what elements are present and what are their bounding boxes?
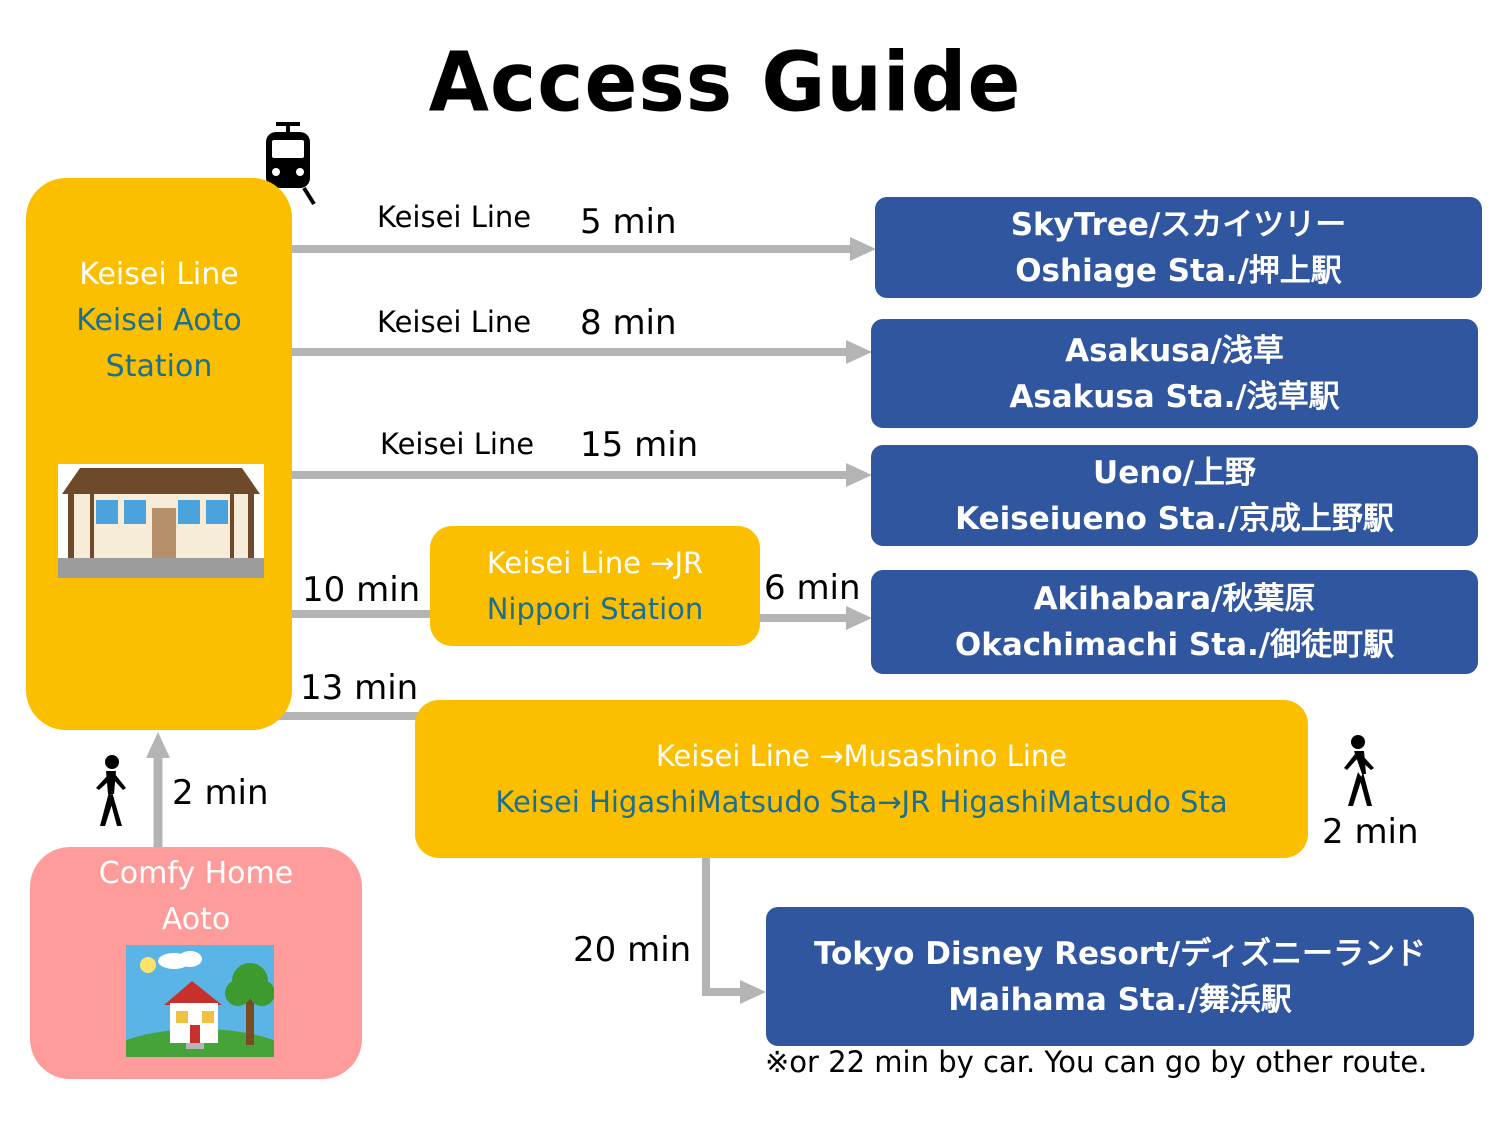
destination-asakusa: Asakusa/浅草 Asakusa Sta./浅草駅 bbox=[871, 319, 1478, 428]
destination-name: Akihabara/秋葉原 bbox=[1033, 581, 1316, 617]
destination-name: Ueno/上野 bbox=[1093, 454, 1256, 491]
walking-person-icon bbox=[96, 755, 126, 826]
station-line-label: Keisei Line bbox=[79, 257, 239, 292]
route-3-time: 15 min bbox=[580, 425, 699, 465]
musashino-transfer-box: Keisei Line →Musashino Line Keisei Higas… bbox=[415, 700, 1308, 858]
page-title: Access Guide bbox=[428, 35, 1022, 131]
arrow-musashino-to-disney bbox=[702, 858, 766, 1004]
destination-skytree: SkyTree/スカイツリー Oshiage Sta./押上駅 bbox=[875, 197, 1482, 298]
destination-name: Asakusa/浅草 bbox=[1065, 332, 1284, 369]
destination-station: Maihama Sta./舞浜駅 bbox=[948, 981, 1292, 1018]
destination-name: SkyTree/スカイツリー bbox=[1010, 206, 1347, 243]
arrow-route-2 bbox=[292, 340, 872, 364]
arrow-nippori-to-akihabara bbox=[760, 606, 872, 630]
arrow-route-1 bbox=[292, 237, 876, 261]
destination-ueno: Ueno/上野 Keiseiueno Sta./京成上野駅 bbox=[871, 445, 1478, 546]
musashino-transfer-stations: Keisei HigashiMatsudo Sta→JR HigashiMats… bbox=[495, 785, 1228, 819]
route-2-time: 8 min bbox=[580, 303, 677, 343]
musashino-walk-time: 2 min bbox=[1322, 812, 1419, 852]
destination-akihabara: Akihabara/秋葉原 Okachimachi Sta./御徒町駅 bbox=[871, 570, 1478, 674]
musashino-time-to: 13 min bbox=[300, 668, 419, 708]
destination-name: Tokyo Disney Resort/ディズニーランド bbox=[813, 935, 1427, 972]
comfy-home-box: Comfy Home Aoto bbox=[30, 847, 362, 1079]
nippori-station-name: Nippori Station bbox=[486, 592, 704, 626]
home-walk-time: 2 min bbox=[172, 773, 269, 813]
route-2-line-label: Keisei Line bbox=[377, 305, 532, 339]
nippori-time-to: 10 min bbox=[302, 570, 421, 610]
destination-station: Asakusa Sta./浅草駅 bbox=[1009, 378, 1340, 415]
home-name-line2: Aoto bbox=[161, 902, 231, 937]
walking-person-icon bbox=[1344, 735, 1374, 806]
route-1-time: 5 min bbox=[580, 202, 677, 242]
arrow-route-3 bbox=[292, 463, 872, 487]
home-name-line1: Comfy Home bbox=[98, 856, 294, 891]
destination-station: Okachimachi Sta./御徒町駅 bbox=[954, 627, 1395, 663]
nippori-transfer-line: Keisei Line →JR bbox=[486, 546, 704, 580]
destination-station: Keiseiueno Sta./京成上野駅 bbox=[955, 500, 1394, 537]
musashino-time-from: 20 min bbox=[573, 930, 692, 970]
nippori-transfer-box: Keisei Line →JR Nippori Station bbox=[430, 526, 760, 646]
arrow-home-to-station bbox=[146, 732, 170, 847]
station-name-line1: Keisei Aoto bbox=[76, 303, 242, 338]
aoto-station-box: Keisei Line Keisei Aoto Station bbox=[26, 178, 292, 730]
footnote: ※or 22 min by car. You can go by other r… bbox=[765, 1045, 1428, 1079]
station-building-icon bbox=[58, 464, 264, 578]
house-icon bbox=[126, 945, 274, 1057]
route-3-line-label: Keisei Line bbox=[380, 427, 535, 461]
nippori-time-from: 6 min bbox=[764, 568, 861, 608]
station-name-line2: Station bbox=[105, 349, 213, 384]
musashino-transfer-line: Keisei Line →Musashino Line bbox=[655, 739, 1068, 773]
route-1-line-label: Keisei Line bbox=[377, 200, 532, 234]
destination-disney: Tokyo Disney Resort/ディズニーランド Maihama Sta… bbox=[766, 907, 1474, 1046]
destination-station: Oshiage Sta./押上駅 bbox=[1015, 252, 1342, 289]
